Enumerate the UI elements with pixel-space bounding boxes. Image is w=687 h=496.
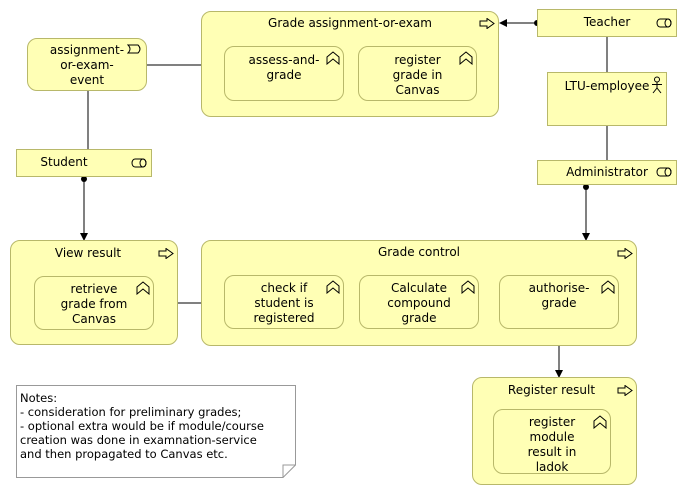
actor-icon (652, 76, 662, 94)
assignment-event[interactable]: assignment- or-exam- event (27, 38, 147, 91)
function-icon (326, 280, 340, 294)
note-shape (16, 385, 296, 478)
check-registered-function[interactable]: check if student is registered (224, 275, 344, 329)
function-icon (326, 51, 340, 65)
grade-control-title: Grade control (378, 245, 460, 259)
teacher-label: Teacher (583, 15, 631, 29)
ltu-employee-label: LTU-employee (564, 79, 650, 93)
calculate-compound-label: Calculate compound grade (387, 281, 451, 325)
grade-assignment-title: Grade assignment-or-exam (268, 16, 432, 30)
retrieve-grade-label: retrieve grade from Canvas (60, 282, 128, 326)
register-grade-canvas-label: register grade in Canvas (392, 53, 443, 97)
student-role[interactable]: Student (16, 149, 152, 177)
administrator-role[interactable]: Administrator (537, 160, 677, 185)
connector-dot-admin (583, 184, 589, 190)
function-icon (136, 281, 150, 295)
note[interactable]: Notes: - consideration for preliminary g… (16, 385, 296, 478)
register-module-result-label: register module result in ladok (527, 415, 577, 474)
register-module-result-function[interactable]: register module result in ladok (493, 409, 611, 474)
function-icon (601, 280, 615, 294)
note-text: Notes: - consideration for preliminary g… (20, 391, 264, 461)
view-result-title: View result (54, 246, 122, 260)
authorise-grade-function[interactable]: authorise- grade (499, 275, 619, 329)
assess-and-grade-function[interactable]: assess-and- grade (224, 46, 344, 101)
register-result-title: Register result (507, 383, 596, 397)
function-icon (461, 280, 475, 294)
authorise-grade-label: authorise- grade (528, 281, 590, 310)
role-icon (656, 18, 672, 28)
register-grade-canvas-function[interactable]: register grade in Canvas (358, 46, 477, 101)
student-label: Student (40, 155, 88, 169)
service-icon (158, 248, 174, 259)
function-icon (459, 51, 473, 65)
event-icon (127, 44, 141, 54)
ltu-employee-actor[interactable]: LTU-employee (547, 72, 667, 126)
teacher-role[interactable]: Teacher (537, 9, 677, 37)
service-icon (617, 248, 633, 259)
function-icon (593, 415, 607, 429)
calculate-compound-function[interactable]: Calculate compound grade (359, 275, 479, 329)
retrieve-grade-function[interactable]: retrieve grade from Canvas (34, 276, 154, 330)
assignment-event-label: assignment- or-exam- event (49, 43, 125, 87)
role-icon (131, 158, 147, 168)
assess-and-grade-label: assess-and- grade (248, 53, 320, 82)
check-registered-label: check if student is registered (253, 281, 315, 325)
connector-dot-student (81, 176, 87, 182)
role-icon (656, 167, 672, 177)
service-icon (479, 18, 495, 29)
administrator-label: Administrator (566, 165, 648, 179)
service-icon (617, 385, 633, 396)
